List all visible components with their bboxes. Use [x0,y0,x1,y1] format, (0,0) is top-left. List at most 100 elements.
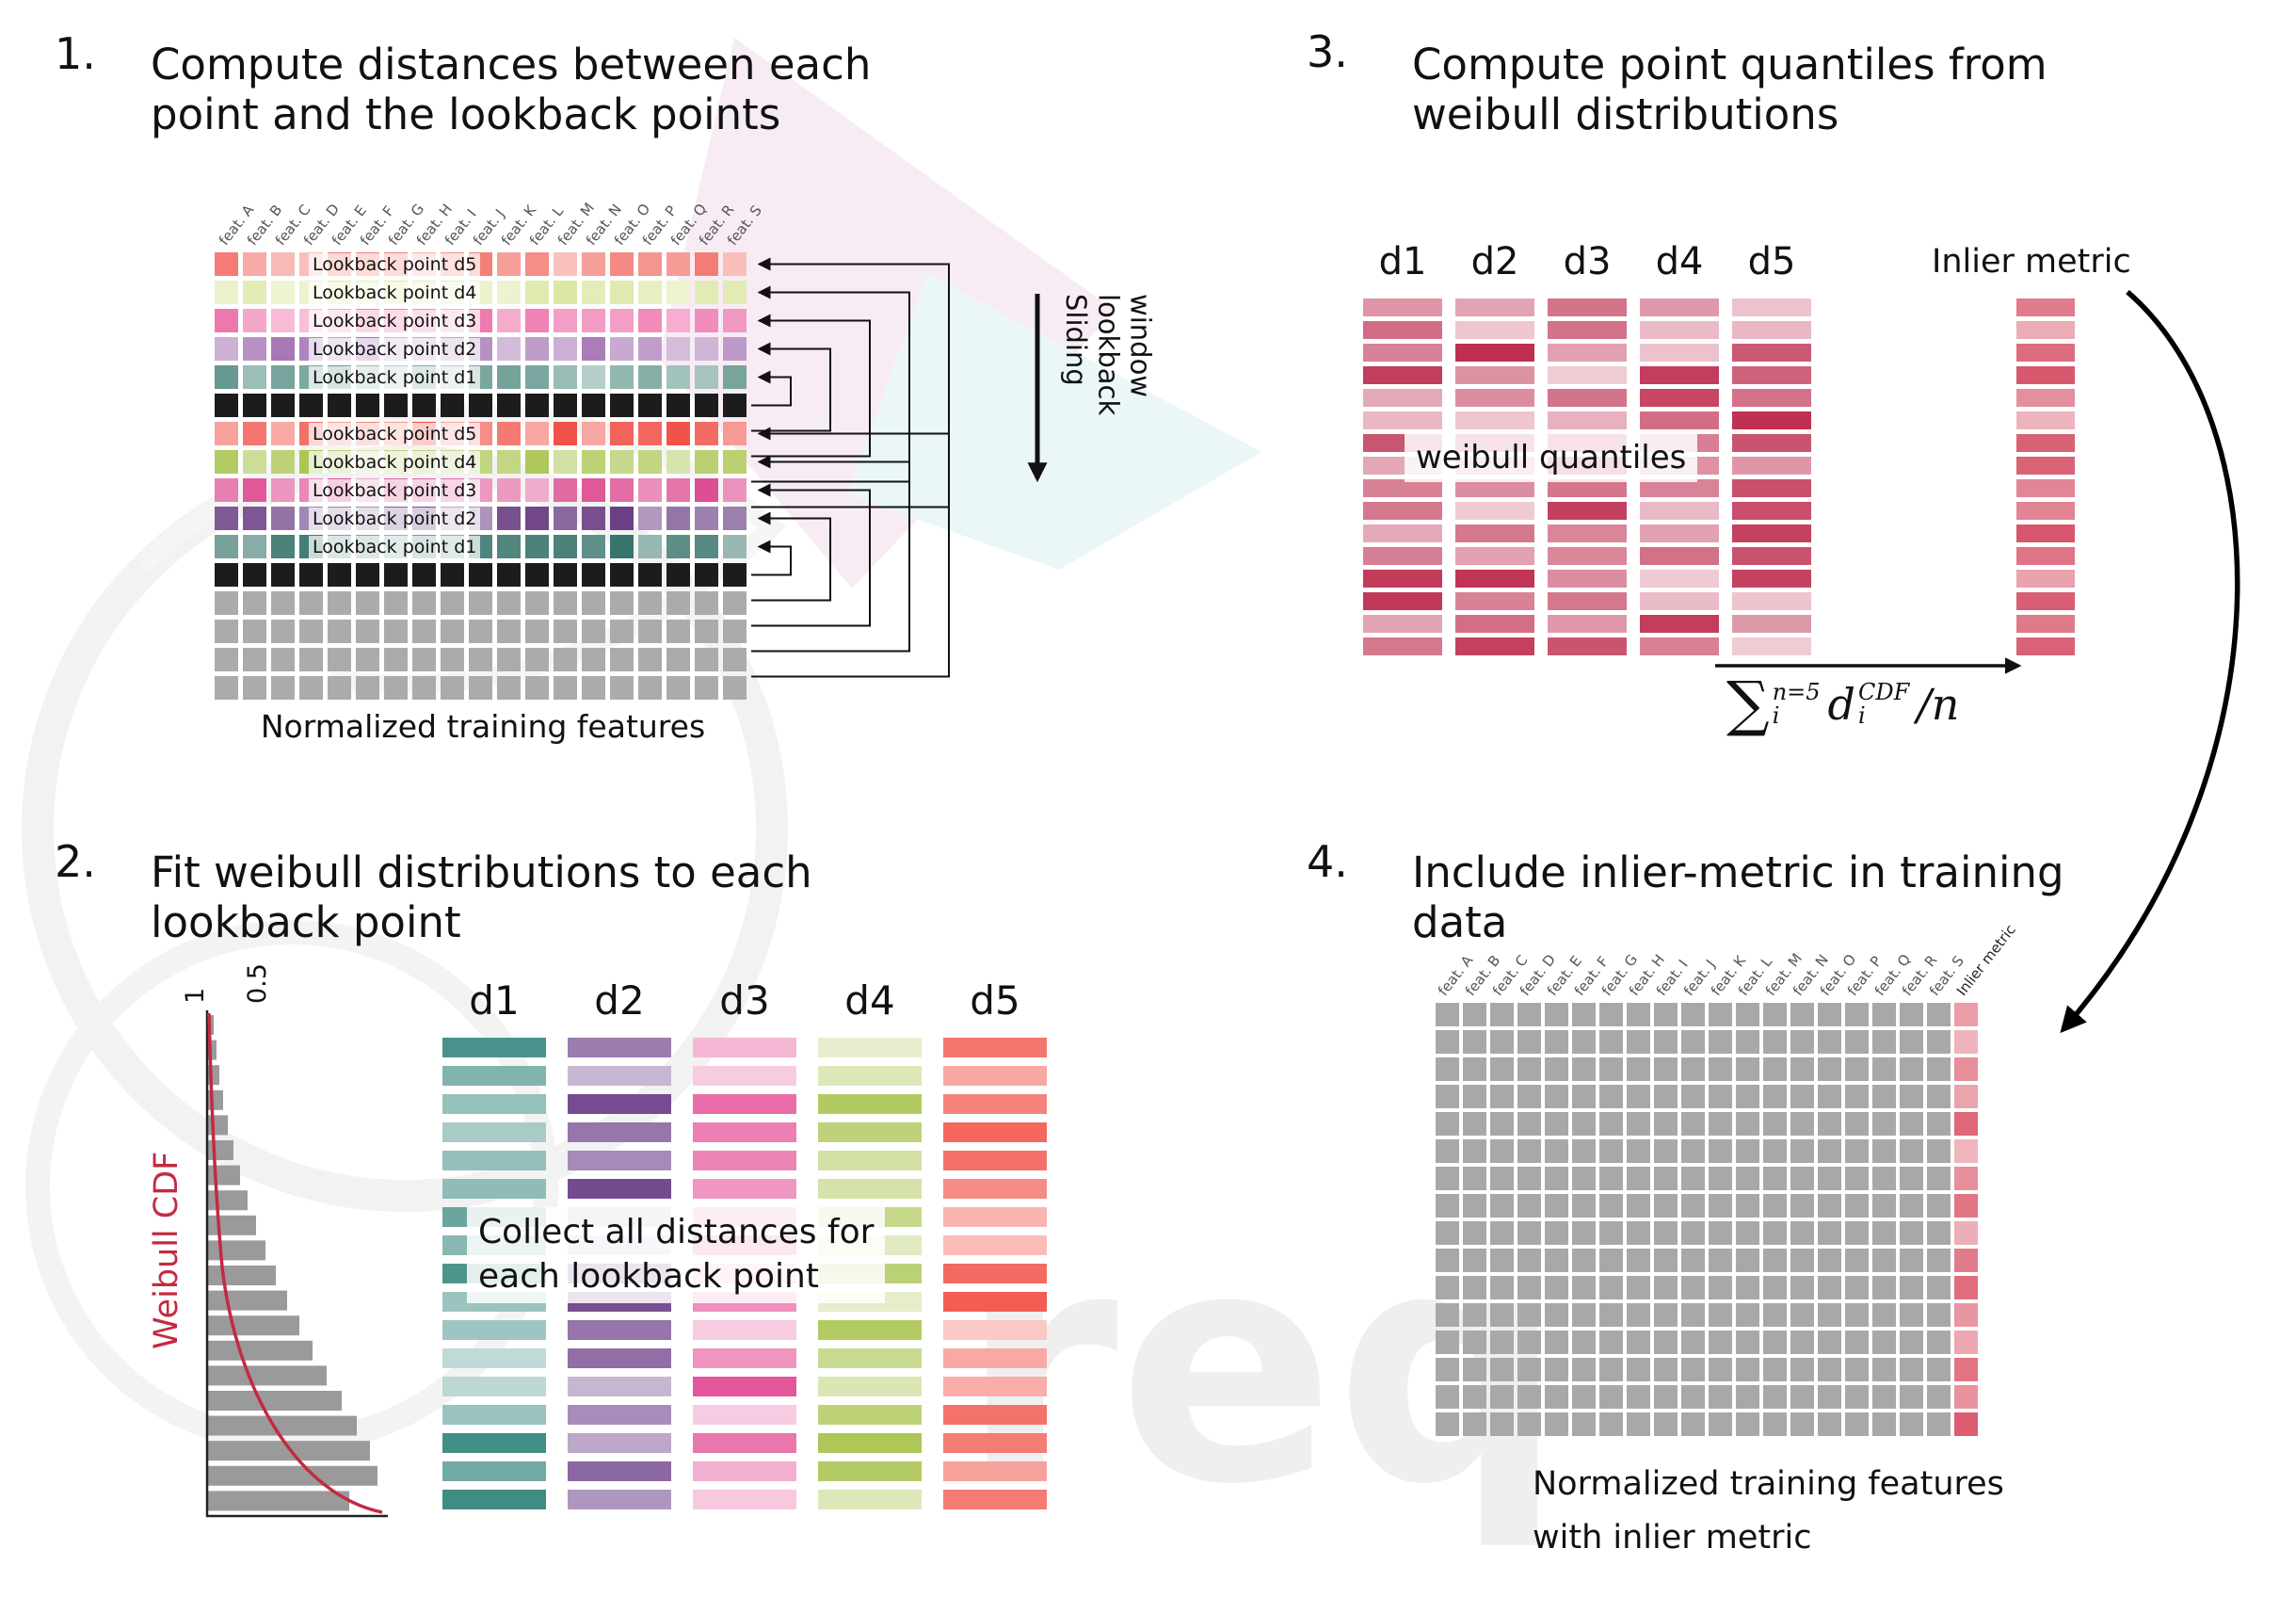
weibull-quantile-bar [1548,344,1627,362]
p4-grid-cell [1927,1249,1951,1272]
distance-bar [568,1122,671,1142]
p4-grid-cell [1872,1358,1896,1381]
distance-bar [568,1461,671,1481]
p4-grid-cell [1872,1221,1896,1245]
p4-grid-cell [1790,1358,1814,1381]
arrow-top-d4 [751,285,910,483]
p1-grid-cell [723,450,747,474]
p1-grid-cell [215,648,238,671]
p4-grid-cell [1436,1385,1459,1409]
weibull-hist-bar [208,1190,248,1211]
weibull-hist-bar [208,1315,299,1336]
p4-grid-cell [1845,1112,1869,1136]
weibull-quantile-bar [1640,411,1719,429]
p4-grid-cell [1736,1112,1759,1136]
p4-grid-cell [1818,1003,1841,1026]
panel4-number: 4. [1307,836,1348,887]
distance-bar [943,1461,1047,1481]
p1-grid-cell [215,365,238,389]
p4-grid-cell [1900,1358,1923,1381]
p4-grid-cell [1709,1167,1732,1190]
distance-bar [693,1038,796,1057]
p1-grid-cell [695,563,718,587]
p4-grid-cell [1709,1249,1732,1272]
p4-grid-cell [1490,1358,1514,1381]
lookback-row-label: Lookback point d5 [309,253,481,276]
p1-grid-cell [638,281,662,304]
p4-grid-cell [1818,1249,1841,1272]
p1-grid-cell [582,281,605,304]
arrow-top-d5 [751,257,950,508]
p1-grid-cell [582,620,605,643]
p1-grid-cell [215,535,238,558]
p4-grid-cell [1845,1331,1869,1354]
p1-grid-cell [695,591,718,615]
p4-inlier-cell [1954,1057,1978,1081]
p4-grid-cell [1763,1057,1787,1081]
distance-bar [442,1490,546,1509]
p4-grid-cell [1763,1167,1787,1190]
p4-grid-cell [1681,1139,1705,1163]
p4-grid-cell [1709,1331,1732,1354]
distance-bar [693,1348,796,1368]
p1-grid-cell [525,309,549,332]
p4-grid-cell [1845,1412,1869,1436]
inlier-to-training-arrow [2060,289,2240,1034]
p1-grid-cell [243,394,266,417]
p4-grid-cell [1517,1057,1541,1081]
p4-grid-cell [1599,1331,1623,1354]
p1-grid-cell [384,394,408,417]
weibull-quantile-bar [1732,524,1811,542]
p4-grid-cell [1654,1303,1678,1327]
p4-grid-cell [1654,1385,1678,1409]
p4-grid-cell [1736,1057,1759,1081]
weibull-quantile-bar [1732,615,1811,633]
p1-grid-cell [723,620,747,643]
p4-grid-cell [1900,1331,1923,1354]
p4-grid-cell [1900,1085,1923,1108]
p1-grid-cell [299,394,323,417]
p4-grid-cell [1517,1030,1541,1054]
p1-grid-cell [497,591,521,615]
inlier-metric-bar [2016,457,2075,475]
p1-grid-cell [554,535,577,558]
p1-grid-cell [666,309,690,332]
inlier-metric-column [2016,298,2075,664]
p4-grid-cell [1463,1358,1486,1381]
weibull-quantile-bar [1640,344,1719,362]
p1-grid-cell [497,309,521,332]
p3-column-header-d5: d5 [1747,240,1796,283]
p1-grid-cell [723,676,747,700]
p4-grid-cell [1900,1303,1923,1327]
distance-bar [693,1490,796,1509]
p1-grid-cell [243,450,266,474]
distance-bar [568,1038,671,1057]
p4-grid-cell [1599,1057,1623,1081]
weibull-quantile-bar [1363,570,1442,588]
distance-bar [943,1207,1047,1227]
p4-grid-cell [1490,1085,1514,1108]
p1-grid-cell [525,422,549,445]
p4-grid-cell [1436,1412,1459,1436]
p4-grid-cell [1572,1139,1596,1163]
p1-grid-cell [412,591,436,615]
p1-grid-cell [723,648,747,671]
p4-grid-cell [1681,1057,1705,1081]
weibull-quantile-bar [1455,570,1534,588]
distance-bar [818,1038,922,1057]
panel2-title-line2: lookback point [151,897,461,948]
weibull-hist-bar [208,1266,276,1285]
weibull-hist-bar [208,1465,377,1486]
p4-grid-cell [1900,1167,1923,1190]
p4-inlier-cell [1954,1194,1978,1218]
p4-grid-cell [1790,1194,1814,1218]
p4-grid-cell [1545,1167,1568,1190]
p4-grid-cell [1627,1194,1650,1218]
p4-grid-cell [1490,1003,1514,1026]
p4-grid-cell [1436,1249,1459,1272]
p4-grid-cell [1818,1194,1841,1218]
p1-grid-cell [497,507,521,530]
distance-bar [693,1433,796,1453]
p4-grid-cell [1872,1194,1896,1218]
p4-grid-cell [1736,1194,1759,1218]
